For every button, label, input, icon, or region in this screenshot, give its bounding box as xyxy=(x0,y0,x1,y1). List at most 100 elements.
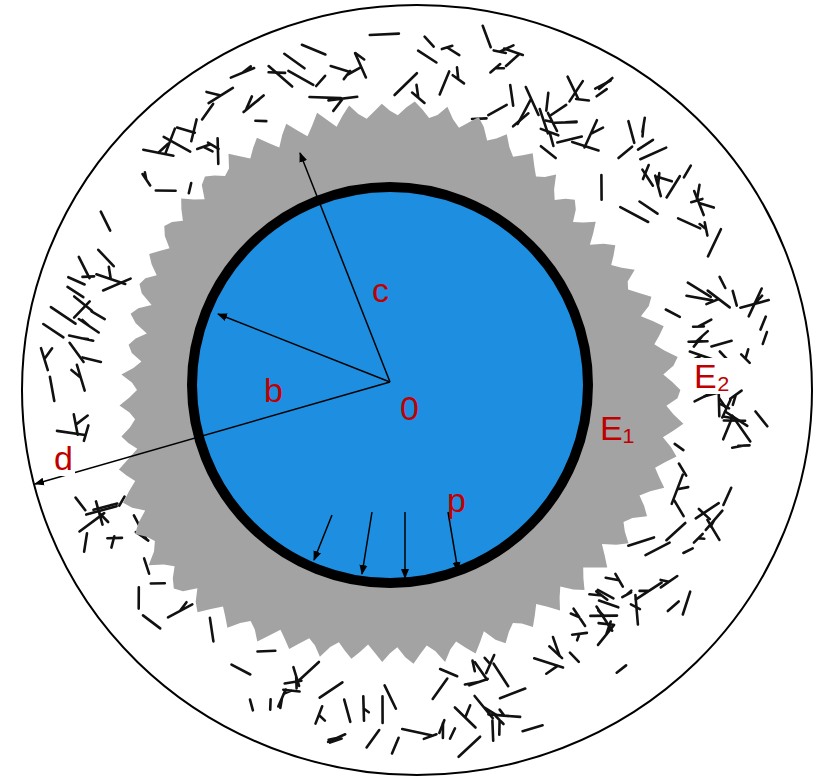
radius-label: d xyxy=(52,440,75,476)
crack-stroke xyxy=(207,88,233,103)
crack-stroke xyxy=(494,45,514,53)
crack-stroke xyxy=(269,71,286,74)
crack-stroke xyxy=(628,537,654,545)
crack-stroke xyxy=(440,71,450,94)
crack-stroke xyxy=(719,391,729,417)
crack-stroke xyxy=(642,118,644,137)
pressurised-cavity xyxy=(192,187,588,583)
crack-zone xyxy=(41,26,769,757)
crack-stroke xyxy=(79,257,90,278)
crack-stroke xyxy=(546,93,548,111)
crack-stroke xyxy=(675,444,684,450)
crack-stroke xyxy=(363,696,369,720)
crack-stroke xyxy=(298,662,319,682)
crack-stroke xyxy=(597,607,613,631)
crack-stroke xyxy=(191,119,196,141)
crack-stroke xyxy=(68,287,84,297)
crack-stroke xyxy=(143,144,173,156)
crack-stroke xyxy=(555,122,577,123)
crack-stroke xyxy=(302,45,326,55)
crack-stroke xyxy=(636,583,662,600)
crack-stroke xyxy=(523,725,543,731)
crack-stroke xyxy=(510,85,513,106)
crack-stroke xyxy=(643,165,649,179)
crack-stroke xyxy=(488,105,506,115)
crack-stroke xyxy=(168,602,192,617)
crack-stroke xyxy=(288,71,313,85)
crack-stroke xyxy=(711,341,731,347)
crack-stroke xyxy=(699,509,710,519)
crack-stroke xyxy=(316,706,325,723)
crack-stroke xyxy=(631,604,640,609)
crack-stroke xyxy=(202,104,213,120)
crack-stroke xyxy=(440,669,457,676)
crack-stroke xyxy=(232,665,251,675)
crack-stroke xyxy=(695,394,710,402)
crack-stroke xyxy=(598,590,614,599)
crack-stroke xyxy=(707,520,719,540)
crack-stroke xyxy=(732,445,749,447)
crack-stroke xyxy=(619,147,633,158)
crack-stroke xyxy=(355,53,366,77)
crack-stroke xyxy=(96,501,108,524)
crack-stroke xyxy=(526,87,539,115)
crack-stroke xyxy=(541,129,559,146)
crack-stroke xyxy=(367,730,380,747)
crack-stroke xyxy=(269,66,293,86)
crack-stroke xyxy=(518,100,531,124)
crack-stroke xyxy=(506,55,519,67)
crack-stroke xyxy=(69,336,93,341)
crack-stroke xyxy=(320,682,343,697)
crack-stroke xyxy=(395,73,417,95)
crack-stroke xyxy=(622,591,631,598)
crack-stroke xyxy=(385,685,396,708)
crack-stroke xyxy=(700,222,708,235)
crack-stroke xyxy=(655,173,661,196)
crack-stroke xyxy=(392,738,399,754)
crack-stroke xyxy=(679,464,686,476)
crack-stroke xyxy=(71,365,84,391)
crack-stroke xyxy=(103,279,131,291)
crack-stroke xyxy=(164,137,191,152)
crack-stroke xyxy=(475,662,487,679)
crack-stroke xyxy=(156,189,176,192)
crack-stroke xyxy=(600,175,603,200)
crack-stroke xyxy=(666,523,685,540)
crack-stroke xyxy=(418,51,436,63)
crack-stroke xyxy=(570,653,579,662)
crack-stroke xyxy=(210,618,214,642)
crack-stroke xyxy=(740,296,768,308)
crack-stroke xyxy=(640,202,658,214)
crack-stroke xyxy=(439,720,444,733)
crack-stroke xyxy=(668,601,679,611)
crack-stroke xyxy=(433,679,448,700)
crack-stroke xyxy=(534,658,563,667)
crack-stroke xyxy=(244,95,264,112)
crack-stroke xyxy=(724,419,745,422)
crack-stroke xyxy=(450,728,455,738)
crack-stroke xyxy=(370,34,399,35)
crack-stroke xyxy=(674,501,683,517)
pressure-arrows xyxy=(314,512,458,578)
crack-stroke xyxy=(424,734,437,739)
crack-stroke xyxy=(137,587,140,608)
crack-stroke xyxy=(708,229,721,256)
crack-stroke xyxy=(483,26,491,47)
crack-stroke xyxy=(546,666,557,674)
crack-stroke xyxy=(76,498,86,511)
crack-stroke xyxy=(557,137,582,143)
crack-stroke xyxy=(57,431,85,435)
crack-stroke xyxy=(344,67,361,79)
crack-stroke xyxy=(455,705,476,727)
crack-stroke xyxy=(551,105,566,115)
crack-stroke xyxy=(94,504,118,510)
modulus-label: E₁ xyxy=(598,410,636,446)
crack-stroke xyxy=(678,218,700,228)
crack-stroke xyxy=(617,665,626,672)
crack-stroke xyxy=(496,716,504,735)
crack-stroke xyxy=(687,296,713,301)
crack-stroke xyxy=(553,637,559,655)
crack-stroke xyxy=(465,679,488,685)
crack-stroke xyxy=(258,649,276,652)
crack-stroke xyxy=(98,250,113,266)
